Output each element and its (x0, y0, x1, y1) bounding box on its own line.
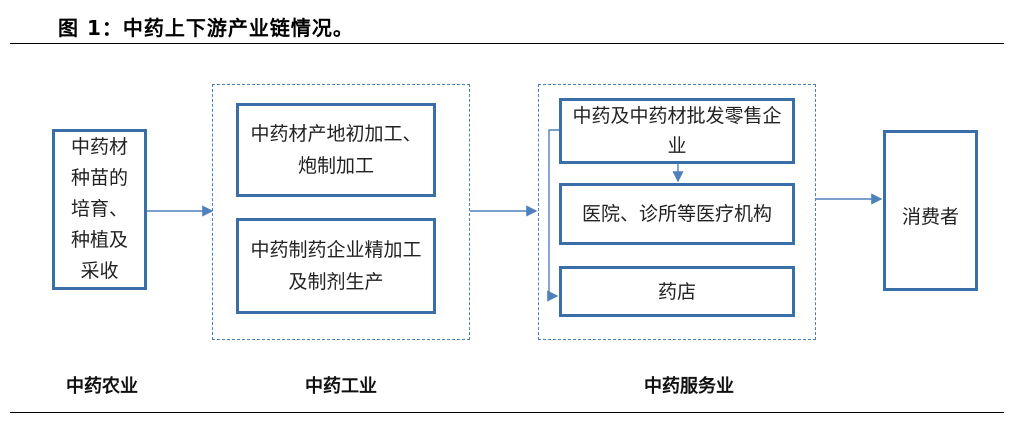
service-box-pharmacy-label: 药店 (657, 280, 696, 303)
caption-service: 中药服务业 (644, 376, 734, 397)
service-box-hospital: 医院、诊所等医疗机构 (559, 183, 795, 245)
industry-box-processing: 中药材产地初加工、炮制加工 (236, 103, 436, 197)
agri-box: 中药材种苗的培育、种植及采收 (52, 129, 147, 290)
industry-box-manufacturing: 中药制药企业精加工及制剂生产 (236, 218, 436, 314)
service-box-pharmacy: 药店 (559, 266, 795, 317)
agri-box-label: 中药材种苗的培育、种植及采收 (70, 136, 128, 282)
figure-title: 图 1：中药上下游产业链情况。 (58, 16, 354, 40)
service-box-wholesale-label: 中药及中药材批发零售企业 (572, 105, 782, 157)
consumer-box: 消费者 (883, 130, 978, 291)
caption-industry: 中药工业 (305, 376, 377, 397)
industry-box-processing-label: 中药材产地初加工、炮制加工 (250, 123, 422, 177)
caption-agri: 中药农业 (66, 376, 138, 397)
top-rule (10, 43, 1004, 44)
connector-wholesale-to-pharmacy (548, 129, 559, 296)
industry-box-manufacturing-label: 中药制药企业精加工及制剂生产 (250, 239, 422, 293)
service-group (538, 84, 816, 340)
bottom-rule (10, 412, 1004, 413)
service-box-wholesale: 中药及中药材批发零售企业 (559, 98, 795, 164)
consumer-box-label: 消费者 (901, 206, 959, 228)
service-box-hospital-label: 医院、诊所等医疗机构 (581, 203, 772, 225)
